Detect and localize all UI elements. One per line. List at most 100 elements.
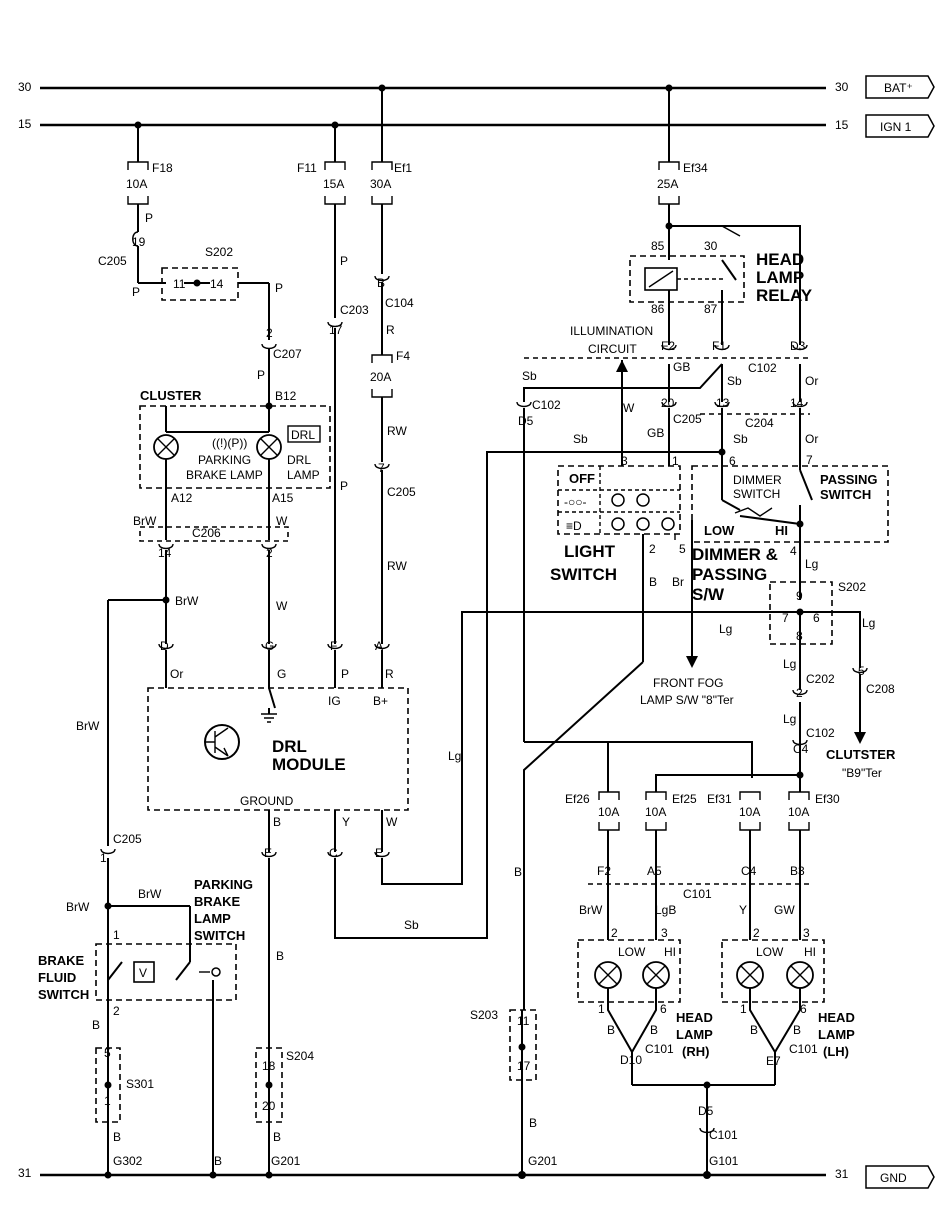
wire-label: Sb — [733, 432, 748, 446]
drl-module — [147, 687, 409, 858]
wire-label: S202 — [838, 580, 866, 594]
fuse-ef34-amp: 25A — [657, 177, 678, 191]
wire-label: C104 — [385, 296, 414, 310]
fuse-ef31-name: Ef31 — [707, 792, 732, 806]
headlamp-rh-label-3: (RH) — [682, 1044, 709, 1059]
parking-brake-symbol: ((!)(P)) — [212, 436, 247, 450]
rail-junctions — [104, 84, 711, 1179]
fuse-ef1-amp: 30A — [370, 177, 391, 191]
fuse-ef30: Ef30 10A — [788, 791, 840, 831]
wire-label: S203 — [470, 1008, 498, 1022]
wire-label: S204 — [286, 1049, 314, 1063]
wire-label: C101 — [683, 887, 712, 901]
bat-tag: BAT⁺ — [884, 81, 913, 95]
wire-label: Lg — [783, 657, 796, 671]
wire-label: BrW — [66, 900, 90, 914]
wire-label: 85 — [651, 239, 665, 253]
wire-label: B — [650, 1023, 658, 1037]
relay-wiring — [516, 204, 810, 778]
fuse-ef30-amp: 10A — [788, 805, 809, 819]
wire-label: B — [273, 815, 281, 829]
wire-label: LgB — [655, 903, 676, 917]
wire-label: BrW — [133, 514, 157, 528]
wire-label: 2 — [266, 546, 273, 560]
wire-label: 20 — [661, 396, 675, 410]
wire-label: C — [329, 846, 338, 860]
wire-label: G201 — [528, 1154, 558, 1168]
wire-label: GW — [774, 903, 795, 917]
wire-label: B — [514, 865, 522, 879]
lh-hi: HI — [804, 945, 816, 959]
wire-label: S202 — [205, 245, 233, 259]
wire-label: F1 — [712, 339, 726, 353]
bat-rail-left-num: 30 — [18, 80, 32, 94]
wire-label: Sb — [727, 374, 742, 388]
wire-label: 5 — [679, 542, 686, 556]
relay-label-1: HEAD — [756, 250, 804, 269]
wire-label: E — [264, 846, 272, 860]
wire-label: GB — [647, 426, 664, 440]
headlamp-rh-label-1: HEAD — [676, 1010, 713, 1025]
front-fog-label-1: FRONT FOG — [653, 676, 723, 690]
wire-label: Lg — [862, 616, 875, 630]
brake-switches: V — [95, 943, 283, 1175]
wire-label: Lg — [783, 712, 796, 726]
wire-label: 18 — [262, 1059, 276, 1073]
dimmer-switch-label-1: DIMMER — [733, 473, 782, 487]
fuse-f4: F4 20A — [370, 349, 410, 398]
wire-label: B+ — [373, 694, 388, 708]
drl-lamp-label-1: DRL — [287, 453, 311, 467]
wire-label: A15 — [272, 491, 294, 505]
fuse-ef26: Ef26 10A — [565, 791, 620, 831]
wire-label: C205 — [98, 254, 127, 268]
wire-label: C101 — [645, 1042, 674, 1056]
wire-label: 14 — [790, 396, 804, 410]
wire-label: C205 — [673, 412, 702, 426]
wire-label: 1 — [113, 928, 120, 942]
wire-label: 1 — [672, 454, 679, 468]
parking-light-symbol: -○○- — [564, 495, 587, 509]
wire-label: 5 — [104, 1046, 111, 1060]
illumination-label-2: CIRCUIT — [588, 342, 637, 356]
relay-label-2: LAMP — [756, 268, 804, 287]
wire-label: B — [113, 1130, 121, 1144]
fuse-f11: F11 15A — [297, 125, 346, 205]
wire-label: 2 — [611, 926, 618, 940]
wire-label: C205 — [113, 832, 142, 846]
cluster-label: CLUSTER — [140, 388, 202, 403]
wire-label: 87 — [704, 302, 718, 316]
v-symbol: V — [139, 966, 147, 980]
parking-brake-lamp-label-2: BRAKE LAMP — [186, 468, 263, 482]
headlamp-rh-label-2: LAMP — [676, 1027, 713, 1042]
wire-label: 11 — [517, 1014, 530, 1028]
left-wiring: ((!)(P)) — [100, 204, 390, 1040]
wire-label: A12 — [171, 491, 193, 505]
headlamp-lh-label-3: (LH) — [823, 1044, 849, 1059]
fuse-f18-name: F18 — [152, 161, 173, 175]
fuse-ef1-name: Ef1 — [394, 161, 412, 175]
wire-label: 5 — [858, 664, 865, 678]
wire-label: 19 — [132, 235, 146, 249]
drl-module-label-2: MODULE — [272, 755, 346, 774]
wire-label: 6 — [800, 1002, 807, 1016]
fuse-f4-name: F4 — [396, 349, 410, 363]
wire-label: 4 — [790, 544, 797, 558]
wire-label: B3 — [790, 864, 805, 878]
wire-label: 13 — [716, 396, 730, 410]
wire-label: C4 — [793, 742, 809, 756]
gnd-rail-left-num: 31 — [18, 1166, 32, 1180]
wire-label: BrW — [175, 594, 199, 608]
bat-rail: 30 30 BAT⁺ — [18, 75, 935, 99]
dimmer-passing-label-3: S/W — [692, 585, 725, 604]
fuse-f18: F18 10A — [126, 125, 173, 232]
wire-label: W — [386, 815, 398, 829]
relay-label-3: RELAY — [756, 286, 813, 305]
wire-label: 6 — [729, 454, 736, 468]
wire-label: 14 — [158, 546, 172, 560]
wire-label: R — [385, 667, 394, 681]
brake-fluid-label-1: BRAKE — [38, 953, 85, 968]
fuse-ef25-name: Ef25 — [672, 792, 697, 806]
wire-label: F — [330, 639, 337, 653]
wire-label: C204 — [745, 416, 774, 430]
